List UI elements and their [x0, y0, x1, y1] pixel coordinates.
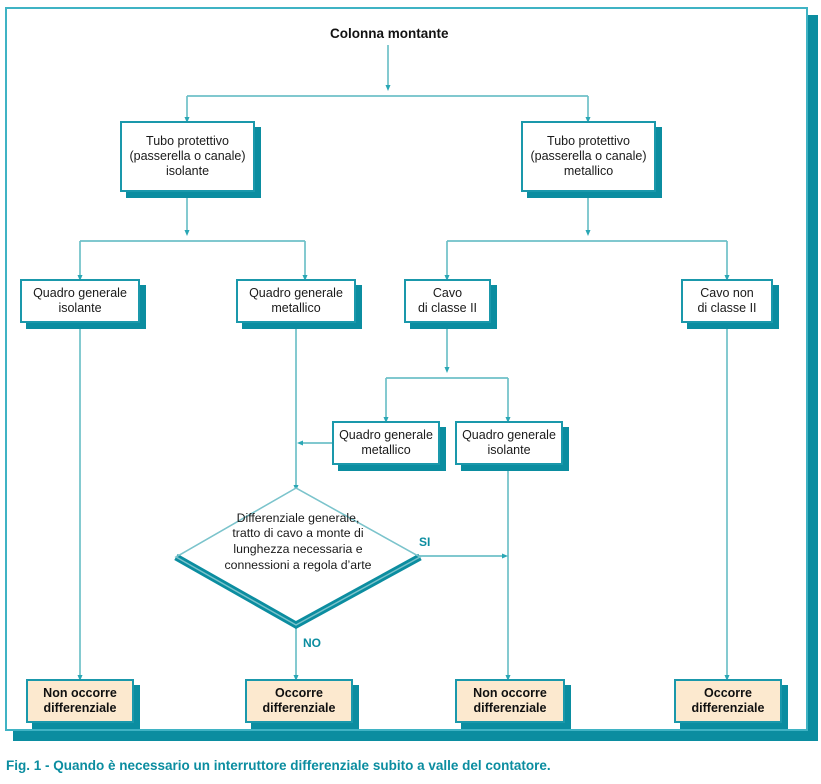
node-tubo-protettivo-isolante[interactable]: Tubo protettivo (passerella o canale) is…: [120, 121, 261, 198]
decision-label: Differenziale generale, tratto di cavo a…: [224, 510, 372, 572]
node-decision-differenziale[interactable]: Differenziale generale, tratto di cavo a…: [170, 483, 426, 635]
result-non-occorre-differenziale-2[interactable]: Non occorre differenziale: [455, 679, 571, 729]
node-quadro-generale-metallico-2[interactable]: Quadro generale metallico: [332, 421, 446, 471]
result-occorre-differenziale-2[interactable]: Occorre differenziale: [674, 679, 788, 729]
node-label: Cavo di classe II: [404, 279, 491, 323]
node-label: Cavo non di classe II: [681, 279, 773, 323]
result-label: Non occorre differenziale: [455, 679, 565, 723]
node-label: Tubo protettivo (passerella o canale) is…: [120, 121, 255, 192]
node-label: Quadro generale metallico: [332, 421, 440, 465]
node-label: Quadro generale metallico: [236, 279, 356, 323]
node-label: Quadro generale isolante: [455, 421, 563, 465]
edge-label-si: SI: [419, 535, 431, 549]
result-label: Occorre differenziale: [245, 679, 353, 723]
node-tubo-protettivo-metallico[interactable]: Tubo protettivo (passerella o canale) me…: [521, 121, 662, 198]
node-label: Tubo protettivo (passerella o canale) me…: [521, 121, 656, 192]
result-label: Non occorre differenziale: [26, 679, 134, 723]
decision-shape: [174, 487, 422, 630]
edge-label-no: NO: [303, 636, 321, 650]
node-quadro-generale-isolante-2[interactable]: Quadro generale isolante: [455, 421, 569, 471]
figure-caption: Fig. 1 - Quando è necessario un interrut…: [6, 758, 551, 773]
result-non-occorre-differenziale-1[interactable]: Non occorre differenziale: [26, 679, 140, 729]
node-label: Quadro generale isolante: [20, 279, 140, 323]
result-label: Occorre differenziale: [674, 679, 782, 723]
node-quadro-generale-isolante-1[interactable]: Quadro generale isolante: [20, 279, 146, 329]
node-cavo-di-classe-ii[interactable]: Cavo di classe II: [404, 279, 497, 329]
node-cavo-non-di-classe-ii[interactable]: Cavo non di classe II: [681, 279, 779, 329]
result-occorre-differenziale-1[interactable]: Occorre differenziale: [245, 679, 359, 729]
page-title: Colonna montante: [330, 26, 449, 41]
node-quadro-generale-metallico-1[interactable]: Quadro generale metallico: [236, 279, 362, 329]
